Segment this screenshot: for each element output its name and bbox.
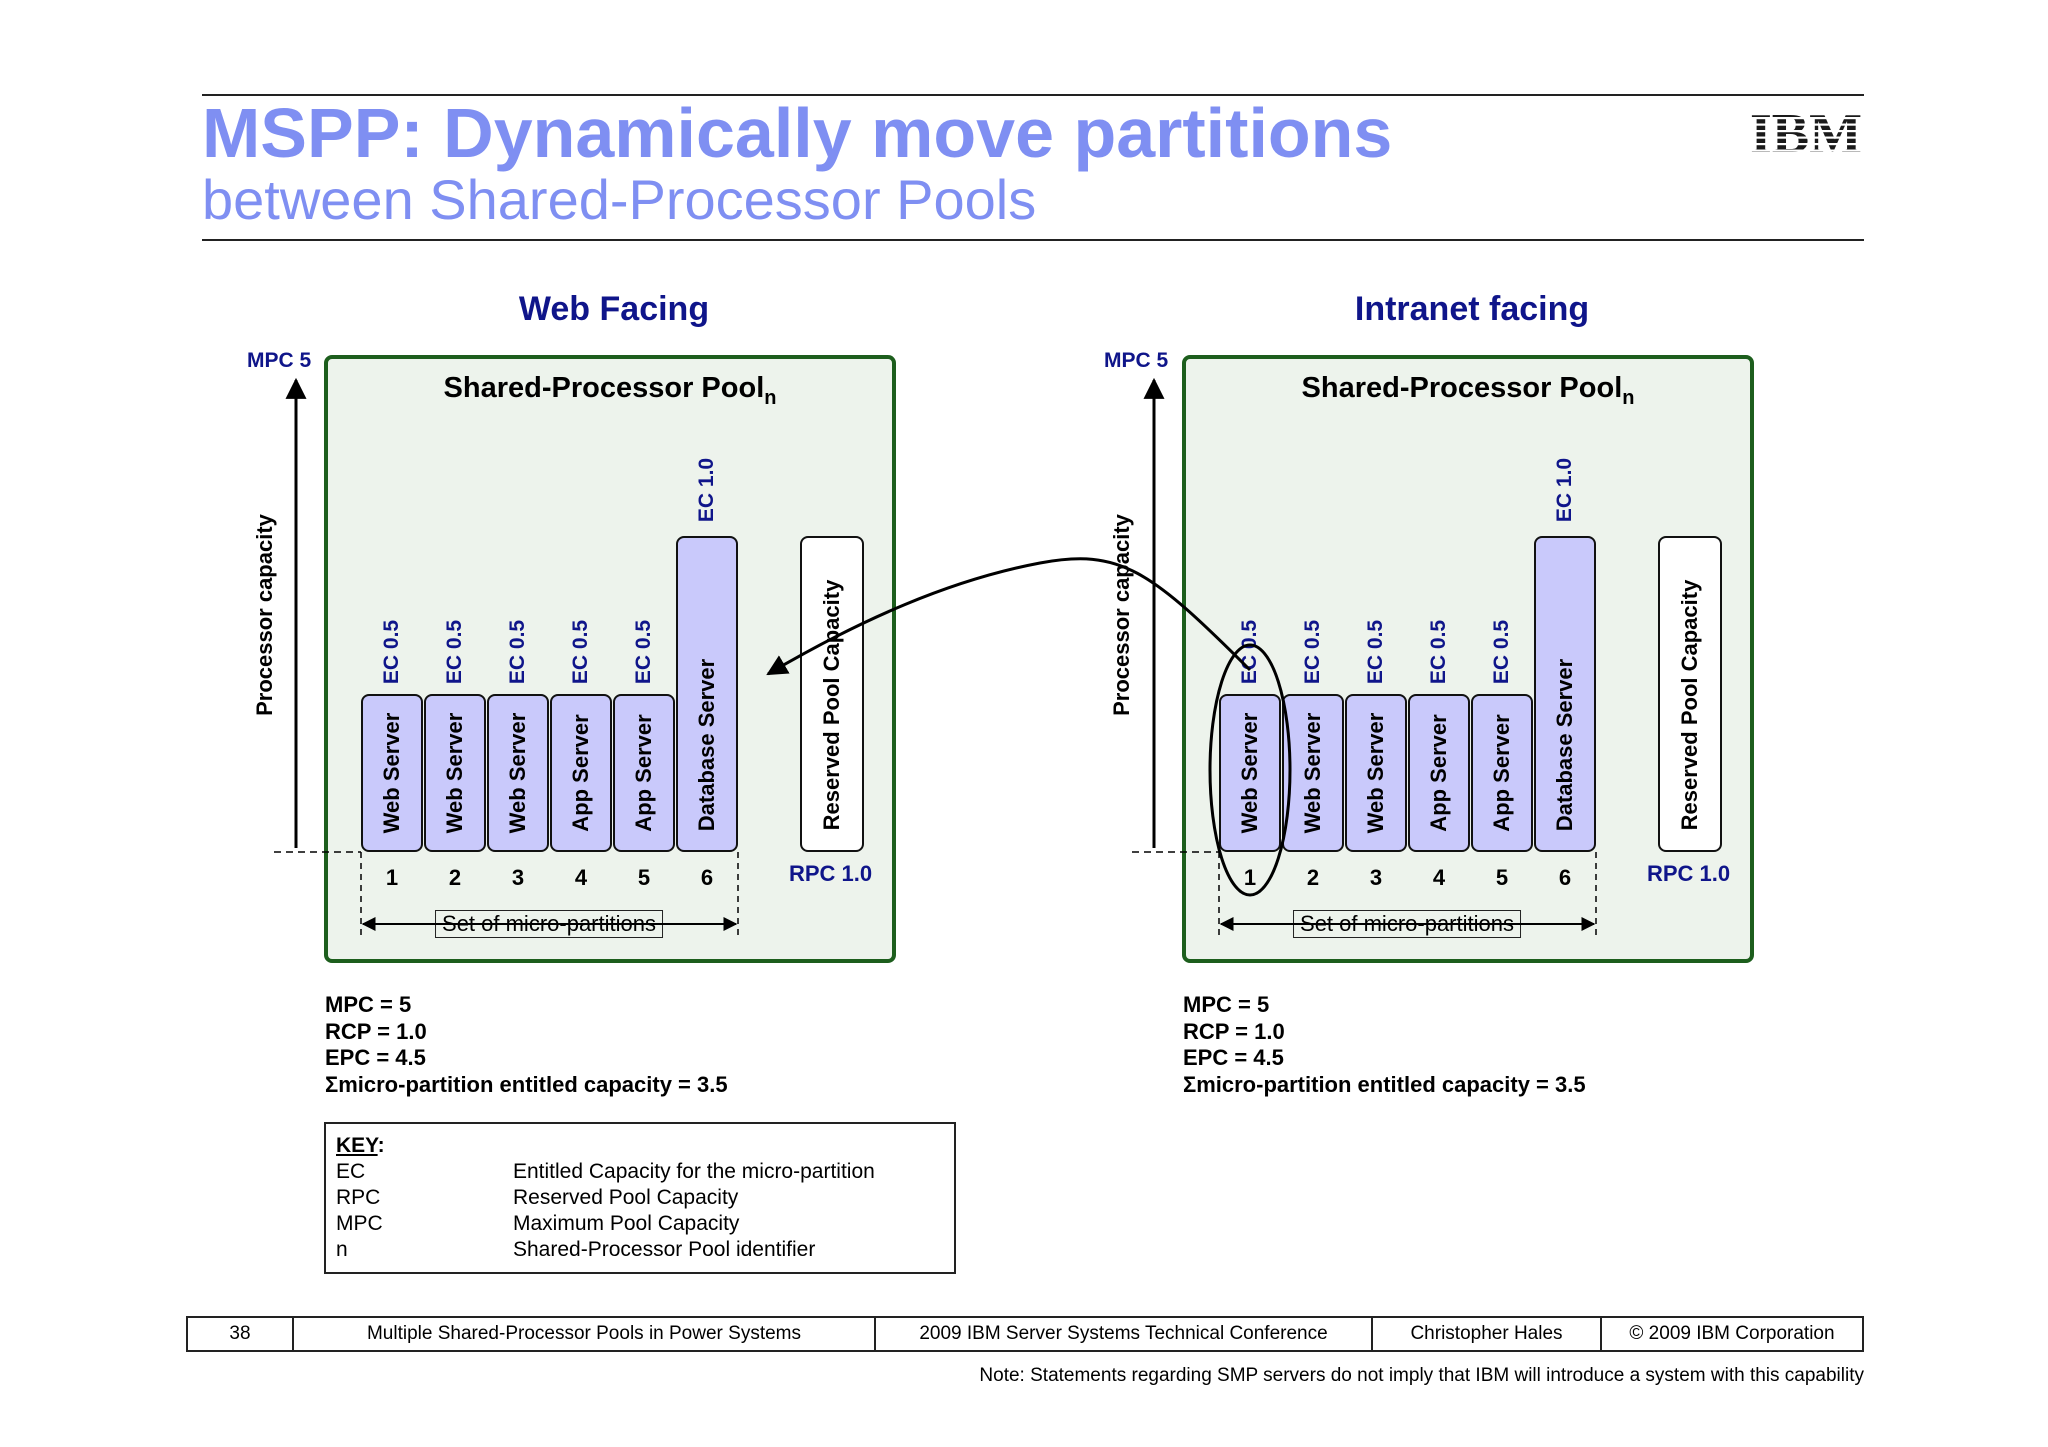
key-abbr-n: n	[336, 1238, 348, 1261]
slide-subtitle: between Shared-Processor Pools	[202, 168, 1037, 231]
partition-number-intranet-2: 2	[1306, 865, 1320, 890]
mpc-axis-label-intranet: MPC 5	[1104, 349, 1169, 372]
partition-number-web-5: 5	[637, 865, 651, 890]
partition-number-intranet-4: 4	[1432, 865, 1446, 890]
panel-heading-intranet-facing: Intranet facing	[1354, 290, 1590, 328]
stat-line: Σmicro-partition entitled capacity = 3.5	[1183, 1071, 1586, 1097]
key-heading: KEY:	[336, 1134, 385, 1157]
partition-bar-intranet-6	[1534, 536, 1596, 852]
rpc-label-web: RPC 1.0	[789, 861, 873, 886]
key-desc-ec: Entitled Capacity for the micro-partitio…	[513, 1160, 875, 1183]
highlight-ellipse-intranet-1	[1208, 643, 1292, 897]
partition-number-web-3: 3	[511, 865, 525, 890]
partition-bar-web-2	[424, 694, 486, 852]
panel-heading-web-facing: Web Facing	[518, 290, 710, 328]
key-desc-rpc: Reserved Pool Capacity	[513, 1186, 739, 1209]
key-abbr-rpc: RPC	[336, 1186, 381, 1209]
partition-bar-web-3	[487, 694, 549, 852]
partition-bar-web-1	[361, 694, 423, 852]
key-abbr-mpc: MPC	[336, 1212, 383, 1235]
reserved-pool-bar-intranet	[1658, 536, 1722, 852]
move-partition-arrow	[766, 557, 1252, 676]
partition-number-web-1: 1	[385, 865, 399, 890]
footer-topic: Multiple Shared-Processor Pools in Power…	[294, 1318, 876, 1350]
partition-bar-intranet-3	[1345, 694, 1407, 852]
reserved-pool-bar-web	[800, 536, 864, 852]
partition-number-web-6: 6	[700, 865, 714, 890]
key-legend-box: KEY: EC Entitled Capacity for the micro-…	[324, 1122, 956, 1274]
partition-number-web-2: 2	[448, 865, 462, 890]
partition-number-intranet-1: 1	[1243, 865, 1257, 890]
footer-note: Note: Statements regarding SMP servers d…	[979, 1365, 1864, 1386]
footer-page-number: 38	[188, 1318, 294, 1350]
partition-bar-intranet-5	[1471, 694, 1533, 852]
stat-line: MPC = 5	[1183, 992, 1270, 1017]
stat-line: EPC = 4.5	[325, 1045, 426, 1070]
stat-line: EPC = 4.5	[1183, 1045, 1284, 1070]
slide-title: MSPP: Dynamically move partitions	[202, 94, 1393, 172]
pool-title-intranet: Shared-Processor Pooln	[1301, 372, 1635, 409]
stat-line: MPC = 5	[325, 992, 412, 1017]
partition-number-web-4: 4	[574, 865, 588, 890]
partition-bar-intranet-4	[1408, 694, 1470, 852]
partition-bar-web-5	[613, 694, 675, 852]
pool-title-web: Shared-Processor Pooln	[443, 372, 777, 409]
stat-line: RCP = 1.0	[325, 1018, 427, 1044]
partition-number-intranet-5: 5	[1495, 865, 1509, 890]
mpc-axis-label-web: MPC 5	[247, 349, 312, 372]
key-desc-mpc: Maximum Pool Capacity	[513, 1212, 740, 1235]
stat-line: Σmicro-partition entitled capacity = 3.5	[325, 1071, 728, 1097]
stat-line: RCP = 1.0	[1183, 1018, 1285, 1044]
key-desc-n: Shared-Processor Pool identifier	[513, 1238, 816, 1261]
slide-footer: 38 Multiple Shared-Processor Pools in Po…	[186, 1316, 1864, 1352]
header-bottom-rule	[202, 239, 1864, 241]
pool-stats-intranet: MPC = 5 RCP = 1.0 EPC = 4.5 Σmicro-parti…	[1183, 992, 1586, 1098]
header-top-rule	[202, 94, 1864, 96]
footer-copyright: © 2009 IBM Corporation	[1629, 1323, 1835, 1344]
key-abbr-ec: EC	[336, 1160, 366, 1183]
pool-stats-web: MPC = 5 RCP = 1.0 EPC = 4.5 Σmicro-parti…	[325, 992, 728, 1098]
partition-bar-web-6	[676, 536, 738, 852]
partition-bar-web-4	[550, 694, 612, 852]
footer-event: 2009 IBM Server Systems Technical Confer…	[876, 1318, 1373, 1350]
partition-bar-intranet-1	[1219, 694, 1281, 852]
partition-number-intranet-3: 3	[1369, 865, 1383, 890]
footer-author: Christopher Hales	[1373, 1318, 1602, 1350]
partition-number-intranet-6: 6	[1558, 865, 1572, 890]
rpc-label-intranet: RPC 1.0	[1647, 861, 1731, 886]
ibm-logo: IBM	[1748, 108, 1864, 158]
partition-bar-intranet-2	[1282, 694, 1344, 852]
